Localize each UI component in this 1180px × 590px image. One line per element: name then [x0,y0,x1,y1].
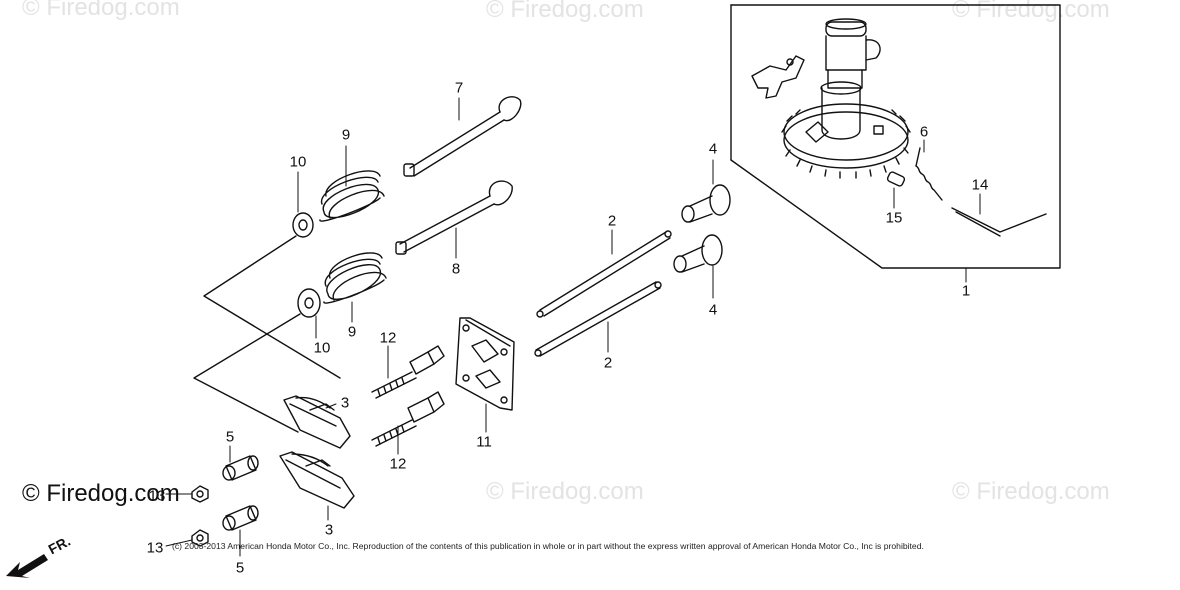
hex-wrench [951,207,1047,237]
watermark-mid-left: © Firedog.com [22,480,180,507]
watermark-top-right: © Firedog.com [952,0,1110,23]
tappet-lower [673,234,723,273]
rocker-arm-lower [279,451,355,509]
pivot-stud-upper [371,345,445,399]
pin-15 [886,171,906,187]
decompressor-weight [751,55,805,99]
valve-intake [395,180,513,255]
callout-4-upper: 4 [708,140,718,158]
decompressor-spring [915,147,943,201]
watermark-mid-right: © Firedog.com [952,478,1110,505]
retainer-upper [292,212,314,238]
callout-13-upper: 13 [148,487,166,505]
callout-7: 7 [454,79,464,97]
callout-11: 11 [476,433,492,451]
front-direction-arrow [6,554,48,578]
watermark-top-left: © Firedog.com [22,0,180,21]
callout-5-lower: 5 [235,559,245,577]
callout-9-upper: 9 [341,126,351,144]
valve-spring-upper [319,170,385,222]
watermark-mid-center: © Firedog.com [486,478,644,505]
nut-lower [191,529,209,547]
callout-12-upper: 12 [379,329,397,347]
callout-10-lower: 10 [313,339,331,357]
callout-2-upper: 2 [607,212,617,230]
copyright-notice: (c) 2003-2013 American Honda Motor Co., … [172,541,924,551]
callout-2-lower: 2 [603,354,613,372]
callout-8: 8 [451,260,461,278]
callout-4-lower: 4 [708,301,718,319]
callout-6: 6 [919,123,929,141]
pivot-stud-lower [371,391,445,447]
valve-cap-upper [222,455,259,481]
callout-3-lower: 3 [324,521,334,539]
callout-13-lower: 13 [146,539,164,557]
bracket-lines [193,235,341,433]
valve-spring-lower [323,252,387,304]
callout-1: 1 [961,282,971,300]
camshaft-group-box [730,4,1061,269]
callout-10-upper: 10 [289,153,307,171]
leader-lines [165,97,981,557]
retainer-lower [297,288,321,318]
valve-cap-lower [222,505,259,531]
push-rod-upper [536,230,672,318]
tappet-upper [681,184,731,223]
valve-exhaust [403,96,522,177]
camshaft [781,18,911,179]
callout-3-upper: 3 [340,394,350,412]
callout-15: 15 [885,209,903,227]
rocker-arm-upper [283,395,351,449]
push-rod-lower [534,281,662,357]
callout-5-upper: 5 [225,428,235,446]
callout-9-lower: 9 [347,323,357,341]
callout-14: 14 [971,176,989,194]
watermark-top-center: © Firedog.com [486,0,644,23]
rocker-plate [455,317,515,411]
nut-upper [191,485,209,503]
callout-12-lower: 12 [389,455,407,473]
